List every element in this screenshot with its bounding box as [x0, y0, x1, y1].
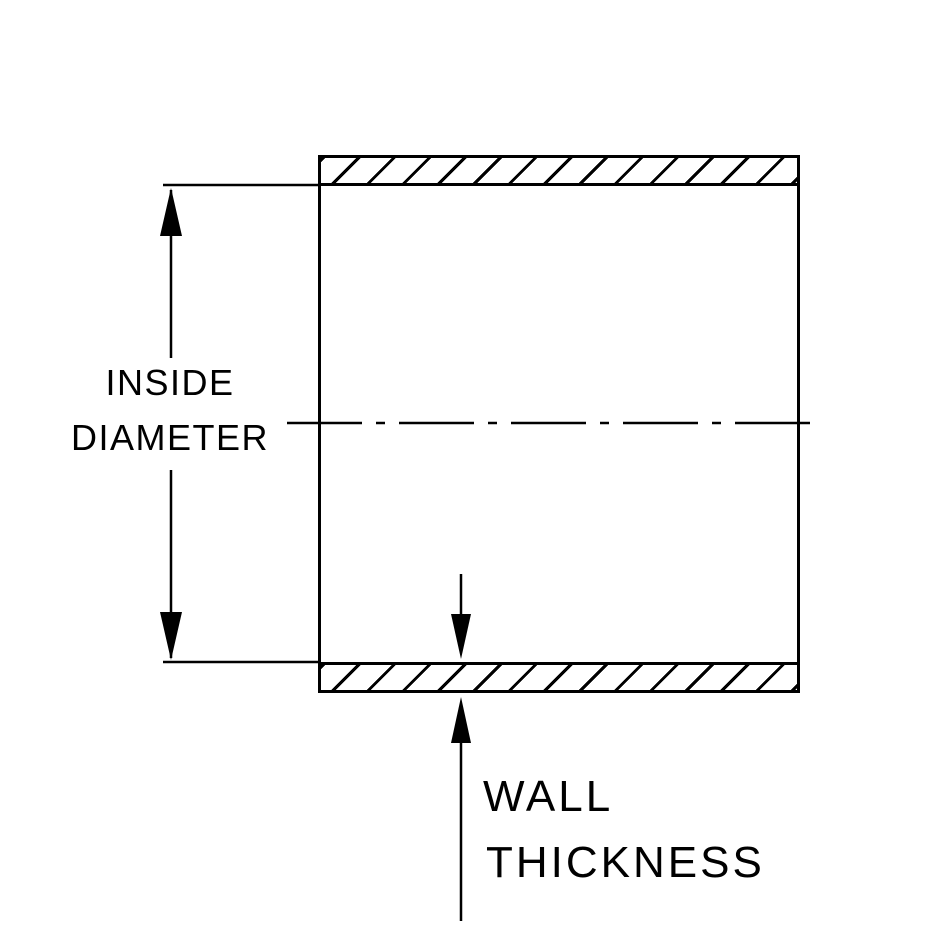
arrow-up-icon [160, 188, 182, 236]
wall-thickness-arrow-up-icon [451, 697, 471, 743]
inside-diameter-label-line1: INSIDE [105, 362, 235, 403]
wall-thickness-label-line1: WALL [483, 772, 614, 821]
top-wall-hatch [318, 155, 800, 186]
wall-thickness-label-line2: THICKNESS [486, 838, 765, 887]
tube-cross-section [318, 155, 800, 693]
bottom-wall-hatch [318, 662, 800, 693]
inside-diameter-label-line2: DIAMETER [70, 417, 269, 458]
arrow-down-icon [160, 612, 182, 660]
